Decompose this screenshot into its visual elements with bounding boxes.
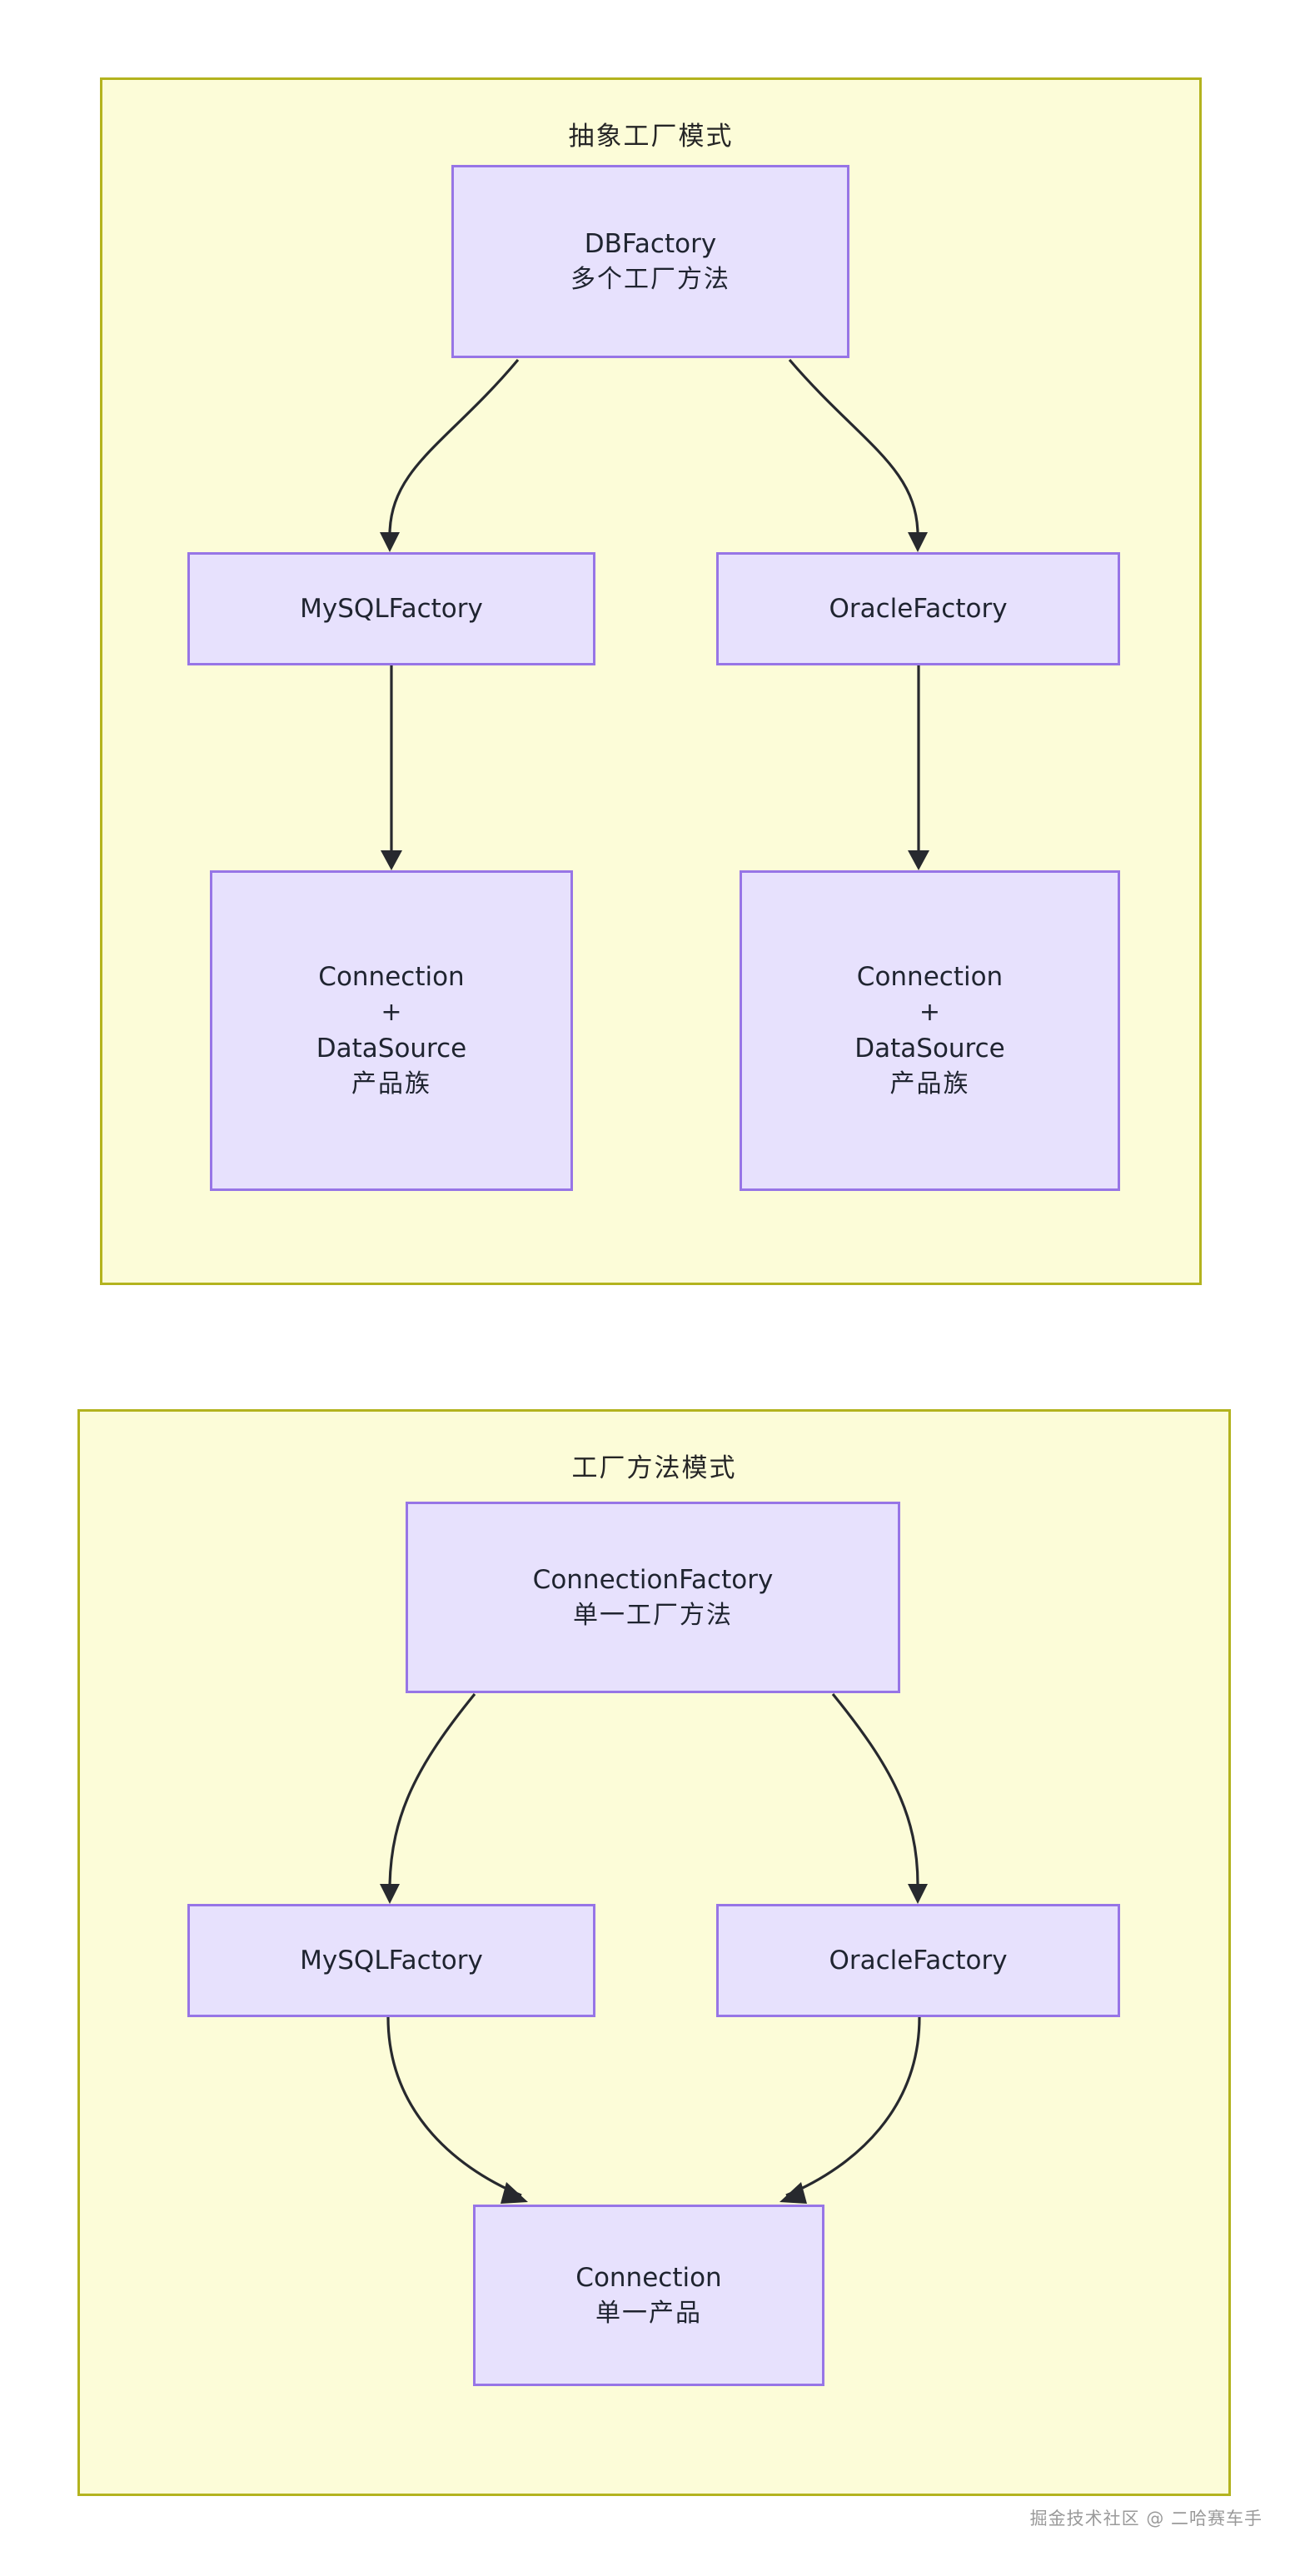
node-mysql-products-line-1: + [381, 998, 402, 1028]
node-connectionfactory-line-0: ConnectionFactory [532, 1564, 774, 1595]
panel-abstract-factory-title: 抽象工厂模式 [568, 122, 734, 152]
node-mysqlfactory[interactable]: MySQLFactory [187, 552, 595, 665]
node-connection-line-1: 单一产品 [595, 2298, 702, 2328]
node-dbfactory-line-0: DBFactory [584, 228, 717, 259]
node-mysqlfactory-2-label: MySQLFactory [300, 1945, 483, 1976]
node-connectionfactory-line-1: 单一工厂方法 [573, 1600, 733, 1630]
node-mysqlfactory-2[interactable]: MySQLFactory [187, 1904, 595, 2017]
node-mysql-products-line-2: DataSource [316, 1034, 467, 1064]
node-oraclefactory-label: OracleFactory [829, 593, 1008, 624]
node-connection-line-0: Connection [575, 2262, 722, 2293]
node-mysql-products-line-3: 产品族 [351, 1069, 431, 1099]
node-oracle-products-line-0: Connection [856, 962, 1004, 993]
node-oracle-products[interactable]: Connection + DataSource 产品族 [740, 870, 1120, 1191]
node-dbfactory[interactable]: DBFactory 多个工厂方法 [451, 165, 849, 358]
watermark: 掘金技术社区 @ 二哈赛车手 [1029, 2509, 1263, 2529]
node-mysqlfactory-label: MySQLFactory [300, 593, 483, 624]
node-dbfactory-line-1: 多个工厂方法 [570, 264, 730, 294]
node-oracle-products-line-3: 产品族 [889, 1069, 970, 1099]
node-mysql-products[interactable]: Connection + DataSource 产品族 [210, 870, 573, 1191]
panel-factory-method-title: 工厂方法模式 [571, 1453, 737, 1483]
node-oraclefactory[interactable]: OracleFactory [716, 552, 1120, 665]
node-oraclefactory-2-label: OracleFactory [829, 1945, 1008, 1976]
node-mysql-products-line-0: Connection [318, 962, 465, 993]
node-oracle-products-line-1: + [919, 998, 941, 1028]
node-oraclefactory-2[interactable]: OracleFactory [716, 1904, 1120, 2017]
node-oracle-products-line-2: DataSource [854, 1034, 1005, 1064]
node-connection[interactable]: Connection 单一产品 [473, 2205, 824, 2386]
node-connectionfactory[interactable]: ConnectionFactory 单一工厂方法 [406, 1502, 900, 1693]
